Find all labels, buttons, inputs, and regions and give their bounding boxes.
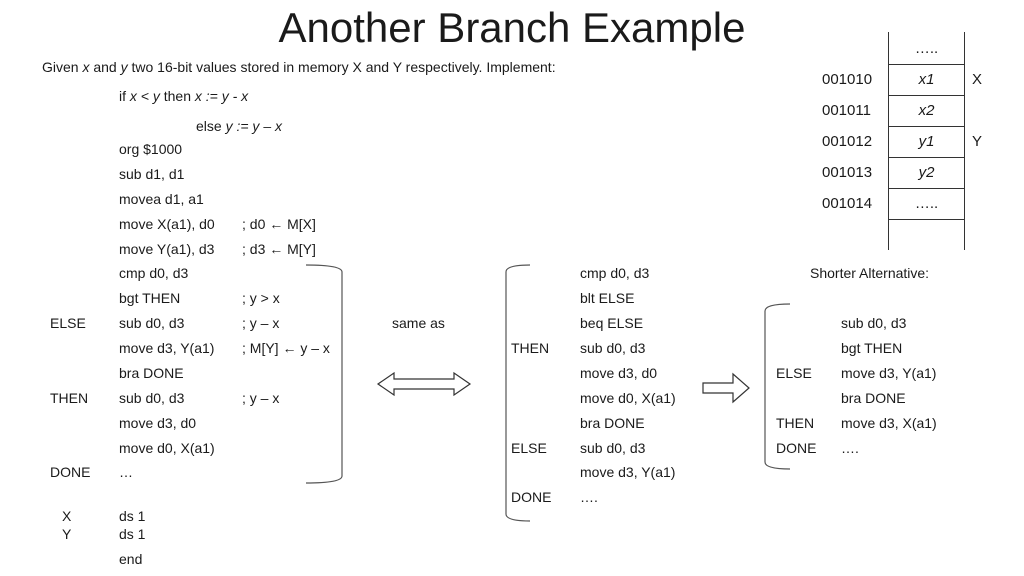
decl-instruction: ds 1 <box>119 526 146 542</box>
code-instruction: sub d1, d1 <box>119 166 185 182</box>
code-instruction: move d3, X(a1) <box>841 415 937 431</box>
code-instruction: …. <box>841 440 859 456</box>
right-open-bracket <box>764 303 791 470</box>
code-instruction: … <box>119 464 133 480</box>
then-statement: x := y - x <box>194 88 249 104</box>
code-instruction: cmp d0, d3 <box>580 265 650 281</box>
code-instruction: …. <box>580 489 598 505</box>
code-comment: ; d3 ← M[Y] <box>242 241 316 257</box>
memory-cell: ….. <box>914 40 939 57</box>
code-label: ELSE <box>776 365 812 381</box>
decl-label: X <box>62 508 72 524</box>
memory-divider <box>888 219 965 220</box>
intro-part: two 16-bit values stored in memory X and… <box>127 59 556 75</box>
intro-part: and <box>89 59 121 75</box>
code-instruction: move d3, d0 <box>580 365 658 381</box>
memory-divider <box>888 64 965 65</box>
if-keyword: if <box>119 88 130 104</box>
intro-part: Given <box>42 59 83 75</box>
memory-divider <box>888 95 965 96</box>
code-label: DONE <box>511 489 552 505</box>
intro-var-x: x <box>82 59 90 75</box>
memory-cell: y2 <box>918 164 935 181</box>
same-as-label: same as <box>392 315 445 331</box>
end-directive: end <box>119 551 143 567</box>
memory-cell: ….. <box>914 195 939 212</box>
code-comment: ; y > x <box>242 290 280 306</box>
code-instruction: blt ELSE <box>580 290 635 306</box>
memory-address: 001014 <box>822 195 873 212</box>
code-label: THEN <box>776 415 815 431</box>
memory-right-border <box>964 32 965 250</box>
code-instruction: sub d0, d3 <box>580 440 646 456</box>
code-instruction: sub d0, d3 <box>119 315 185 331</box>
decl-instruction: ds 1 <box>119 508 146 524</box>
code-instruction: org $1000 <box>119 141 183 157</box>
pseudo-else-line: else y := y – x <box>196 117 282 135</box>
code-instruction: bra DONE <box>119 365 184 381</box>
code-comment: ; y – x <box>242 315 280 331</box>
if-condition: x < y <box>129 88 160 104</box>
slide-title: Another Branch Example <box>278 4 746 51</box>
code-label: ELSE <box>511 440 547 456</box>
memory-label-x: X <box>972 71 983 88</box>
memory-cell: x1 <box>918 71 935 88</box>
code-label: DONE <box>50 464 91 480</box>
memory-address: 001013 <box>822 164 873 181</box>
memory-divider <box>888 188 965 189</box>
code-instruction: movea d1, a1 <box>119 191 204 207</box>
memory-address: 001011 <box>822 102 871 119</box>
code-instruction: move d3, d0 <box>119 415 197 431</box>
code-label: DONE <box>776 440 817 456</box>
intro-text: Given x and y two 16-bit values stored i… <box>42 58 556 76</box>
memory-divider <box>888 126 965 127</box>
then-keyword: then <box>159 88 195 104</box>
code-comment: ; d0 ← M[X] <box>242 216 316 232</box>
code-label: ELSE <box>50 315 86 331</box>
shorter-alternative-title: Shorter Alternative: <box>810 265 930 281</box>
code-instruction: bgt THEN <box>841 340 903 356</box>
code-instruction: sub d0, d3 <box>580 340 646 356</box>
left-close-bracket <box>305 264 343 484</box>
memory-cell: y1 <box>918 133 935 150</box>
double-arrow-icon <box>376 371 472 397</box>
memory-cell: x2 <box>918 102 935 119</box>
intro-var-y: y <box>120 59 128 75</box>
memory-label-y: Y <box>972 133 983 150</box>
code-instruction: bra DONE <box>841 390 906 406</box>
memory-address: 001012 <box>822 133 873 150</box>
code-instruction: move X(a1), d0 <box>119 216 215 232</box>
code-instruction: beq ELSE <box>580 315 644 331</box>
memory-divider <box>888 157 965 158</box>
code-instruction: bgt THEN <box>119 290 181 306</box>
else-keyword: else <box>196 118 226 134</box>
code-instruction: move Y(a1), d3 <box>119 241 215 257</box>
code-label: THEN <box>50 390 89 406</box>
code-instruction: move d3, Y(a1) <box>580 464 676 480</box>
else-statement: y := y – x <box>225 118 282 134</box>
memory-address: 001010 <box>822 71 873 88</box>
decl-label: Y <box>62 526 72 542</box>
memory-left-border <box>888 32 889 250</box>
code-comment: ; M[Y] ← y – x <box>242 340 330 356</box>
code-instruction: bra DONE <box>580 415 645 431</box>
code-label: THEN <box>511 340 550 356</box>
pseudo-if-line: if x < y then x := y - x <box>119 87 248 105</box>
code-instruction: move d3, Y(a1) <box>119 340 215 356</box>
code-instruction: sub d0, d3 <box>119 390 185 406</box>
middle-open-bracket <box>505 264 531 522</box>
code-instruction: move d0, X(a1) <box>119 440 215 456</box>
code-instruction: move d0, X(a1) <box>580 390 676 406</box>
right-arrow-icon <box>702 372 750 404</box>
code-instruction: cmp d0, d3 <box>119 265 189 281</box>
code-comment: ; y – x <box>242 390 280 406</box>
code-instruction: move d3, Y(a1) <box>841 365 937 381</box>
code-instruction: sub d0, d3 <box>841 315 907 331</box>
